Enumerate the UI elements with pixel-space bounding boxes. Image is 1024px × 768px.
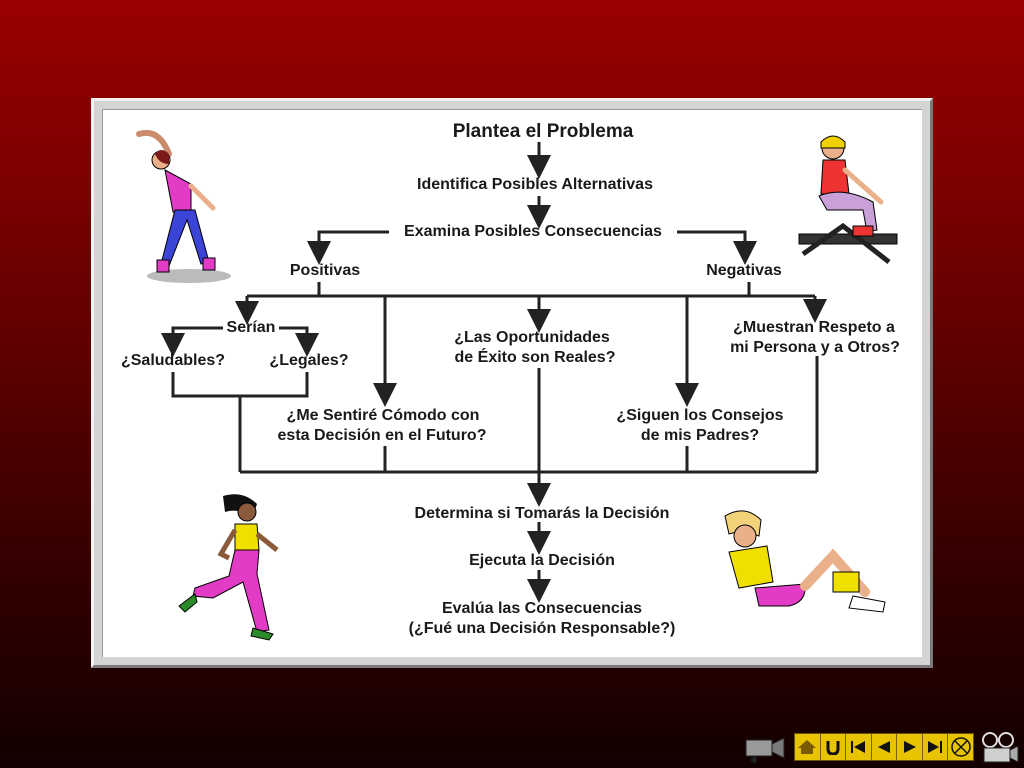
home-button[interactable] <box>795 734 821 760</box>
question-chances-line1: ¿Las Oportunidades <box>454 329 610 346</box>
slide-navigation-bar <box>794 733 974 761</box>
flow-arrows <box>161 142 827 603</box>
diagram-canvas: Plantea el Problema Identifica Posibles … <box>102 109 922 657</box>
return-icon <box>826 741 840 755</box>
video-camera-icon[interactable] <box>742 730 786 764</box>
question-comfortable-line2: esta Decisión en el Futuro? <box>277 427 487 444</box>
first-slide-button[interactable] <box>846 734 872 760</box>
step-identify: Identifica Posibles Alternativas <box>417 176 653 193</box>
running-woman-illustration <box>178 494 279 641</box>
exit-icon <box>951 737 971 757</box>
previous-button[interactable] <box>872 734 898 760</box>
question-parents-line2: de mis Padres? <box>640 427 760 444</box>
step-execute: Ejecuta la Decisión <box>469 552 615 569</box>
step-evaluate-line2: (¿Fué una Decisión Responsable?) <box>408 620 676 637</box>
question-respect-line2: mi Persona y a Otros? <box>730 339 900 356</box>
home-icon <box>798 740 817 754</box>
step-title: Plantea el Problema <box>452 121 634 142</box>
label-healthy: ¿Saludables? <box>120 352 226 369</box>
last-slide-button[interactable] <box>923 734 949 760</box>
label-positive: Positivas <box>289 262 361 279</box>
last-slide-icon <box>928 741 943 753</box>
step-evaluate-line1: Evalúa las Consecuencias <box>441 600 643 617</box>
film-camera-icon[interactable] <box>980 730 1020 764</box>
step-determine: Determina si Tomarás la Decisión <box>414 505 670 522</box>
label-would-be: Serían <box>226 319 276 336</box>
first-slide-icon <box>851 741 866 753</box>
situp-woman-illustration <box>724 510 886 613</box>
next-icon <box>903 741 916 753</box>
return-button[interactable] <box>821 734 847 760</box>
question-chances-line2: de Éxito son Reales? <box>454 349 616 366</box>
label-legal: ¿Legales? <box>269 352 349 369</box>
exit-button[interactable] <box>948 734 973 760</box>
next-button[interactable] <box>897 734 923 760</box>
diagram-panel: Plantea el Problema Identifica Posibles … <box>91 98 933 668</box>
previous-icon <box>878 741 891 753</box>
label-negative: Negativas <box>706 262 782 279</box>
question-respect-line1: ¿Muestran Respeto a <box>733 319 895 336</box>
stretching-woman-illustration <box>136 130 231 283</box>
question-parents-line1: ¿Siguen los Consejos <box>616 407 784 424</box>
question-comfortable-line1: ¿Me Sentiré Cómodo con <box>286 407 480 424</box>
step-examine: Examina Posibles Consecuencias <box>404 223 662 240</box>
rowing-woman-illustration <box>798 135 898 264</box>
